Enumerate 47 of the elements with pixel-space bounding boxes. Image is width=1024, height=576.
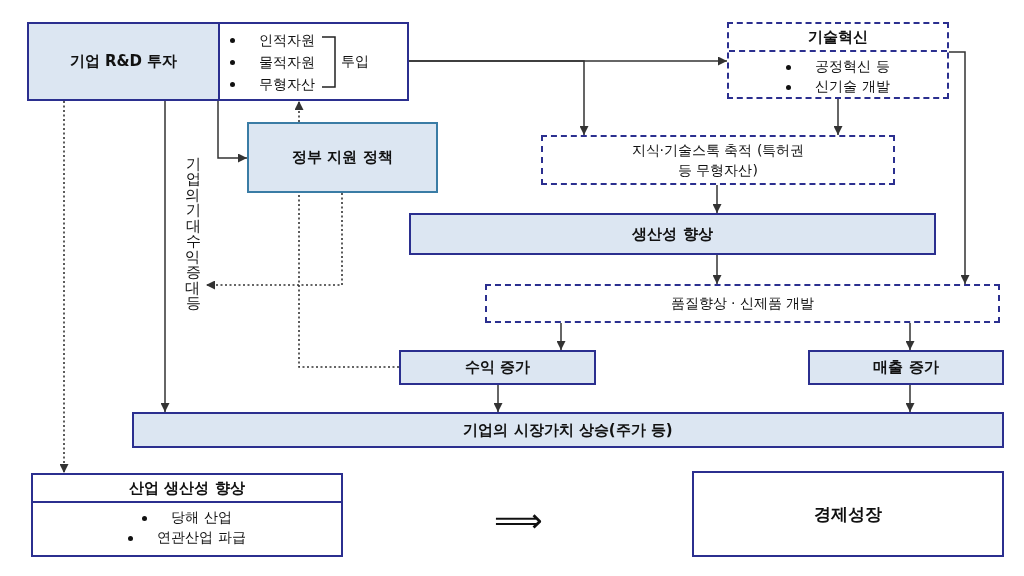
process-box — [27, 22, 220, 101]
box-label: 품질향상 · 신제품 개발 — [670, 294, 815, 313]
arrow — [556, 322, 566, 351]
box-label: 수익 증가 — [464, 358, 531, 377]
arrow — [59, 100, 69, 474]
bullet-item: 인적자원 — [259, 31, 315, 48]
process-box — [808, 350, 1004, 385]
arrow — [833, 98, 843, 136]
box-label: 매출 증가 — [873, 358, 939, 377]
dashed-box — [485, 284, 1000, 323]
implication-arrow: ⟹ — [494, 500, 543, 540]
bullet-item: 당해 산업 — [171, 509, 232, 525]
box-heading: 기술혁신 — [808, 28, 868, 46]
box-label: 경제성장 — [814, 502, 882, 526]
arrow — [905, 384, 915, 413]
arrow — [712, 184, 722, 214]
box-label: 지식·기술스톡 축적 (특허권 등 무형자산) — [630, 141, 806, 180]
arrow — [160, 100, 170, 413]
dashed-box — [727, 22, 949, 99]
arrow — [712, 254, 722, 285]
process-box — [247, 122, 438, 193]
arrow — [905, 322, 915, 351]
process-box — [692, 471, 1004, 557]
box-label: 정부 지원 정책 — [292, 148, 393, 167]
box-label: 생산성 향상 — [632, 224, 713, 244]
vertical-text: 기업의 기대수익 증대 등 — [185, 156, 201, 312]
bullet-item: 연관산업 파급 — [157, 529, 246, 545]
arrow — [493, 384, 503, 413]
arrow — [948, 51, 970, 285]
process-box — [409, 213, 936, 255]
bullet-item: 공정혁신 등 — [815, 58, 890, 74]
process-box — [399, 350, 596, 385]
arrow — [205, 192, 343, 290]
process-box — [132, 412, 1004, 448]
box-label: 기업 R&D 투자 — [69, 52, 178, 71]
bullet-item: 무형자산 — [259, 75, 315, 92]
process-box — [31, 473, 343, 557]
process-box — [218, 22, 409, 101]
arrow — [294, 100, 304, 123]
arrow — [408, 60, 589, 136]
side-label: 투입 — [341, 52, 369, 71]
bullet-item: 물적자원 — [259, 53, 315, 70]
arrow — [217, 100, 248, 163]
box-heading: 산업 생산성 향상 — [129, 479, 245, 497]
bullet-item: 신기술 개발 — [815, 78, 890, 94]
dashed-box — [541, 135, 895, 185]
box-label: 기업의 시장가치 상승(주가 등) — [463, 420, 673, 440]
